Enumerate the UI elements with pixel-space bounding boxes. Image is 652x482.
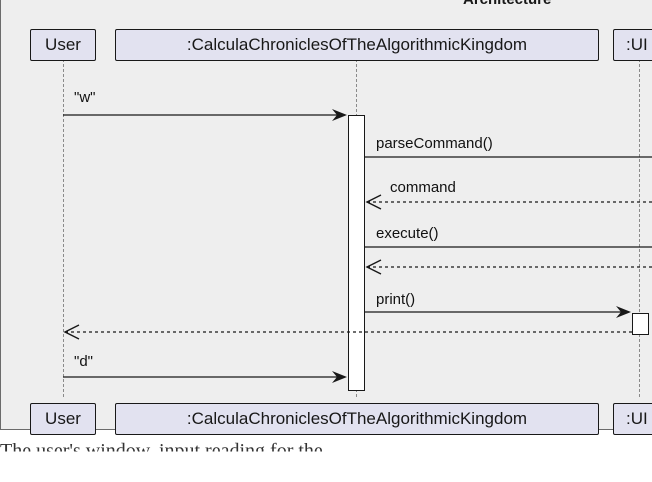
message-arrows xyxy=(63,109,652,383)
caption-text: The user's window, input reading for the xyxy=(0,440,323,462)
sequence-diagram: Architecture User :CalculaChroniclesOfTh… xyxy=(0,0,652,435)
arrowhead-return-user xyxy=(63,324,80,340)
arrowhead-command xyxy=(365,194,382,210)
diagram-title: Architecture xyxy=(463,0,551,8)
arrowhead-return-execute xyxy=(365,259,382,275)
lifeline-user xyxy=(63,59,64,397)
participant-user-bottom: User xyxy=(30,403,96,435)
lifeline-ui xyxy=(639,59,640,397)
message-label-w: "w" xyxy=(74,89,96,106)
arrowhead-w xyxy=(332,109,347,121)
participant-main-top: :CalculaChroniclesOfTheAlgorithmicKingdo… xyxy=(115,29,599,61)
message-label-parsecommand: parseCommand() xyxy=(376,135,493,152)
participant-main-bottom: :CalculaChroniclesOfTheAlgorithmicKingdo… xyxy=(115,403,599,435)
participant-ui-top: :UI xyxy=(613,29,652,61)
message-label-d: "d" xyxy=(74,353,93,370)
participant-user-top: User xyxy=(30,29,96,61)
arrowhead-d xyxy=(332,371,347,383)
message-label-print: print() xyxy=(376,291,416,308)
message-label-execute: execute() xyxy=(376,225,439,242)
activation-main xyxy=(348,115,365,391)
activation-ui xyxy=(632,313,649,335)
participant-ui-bottom: :UI xyxy=(613,403,652,435)
arrowhead-print xyxy=(616,306,631,318)
message-label-command: command xyxy=(390,179,456,196)
